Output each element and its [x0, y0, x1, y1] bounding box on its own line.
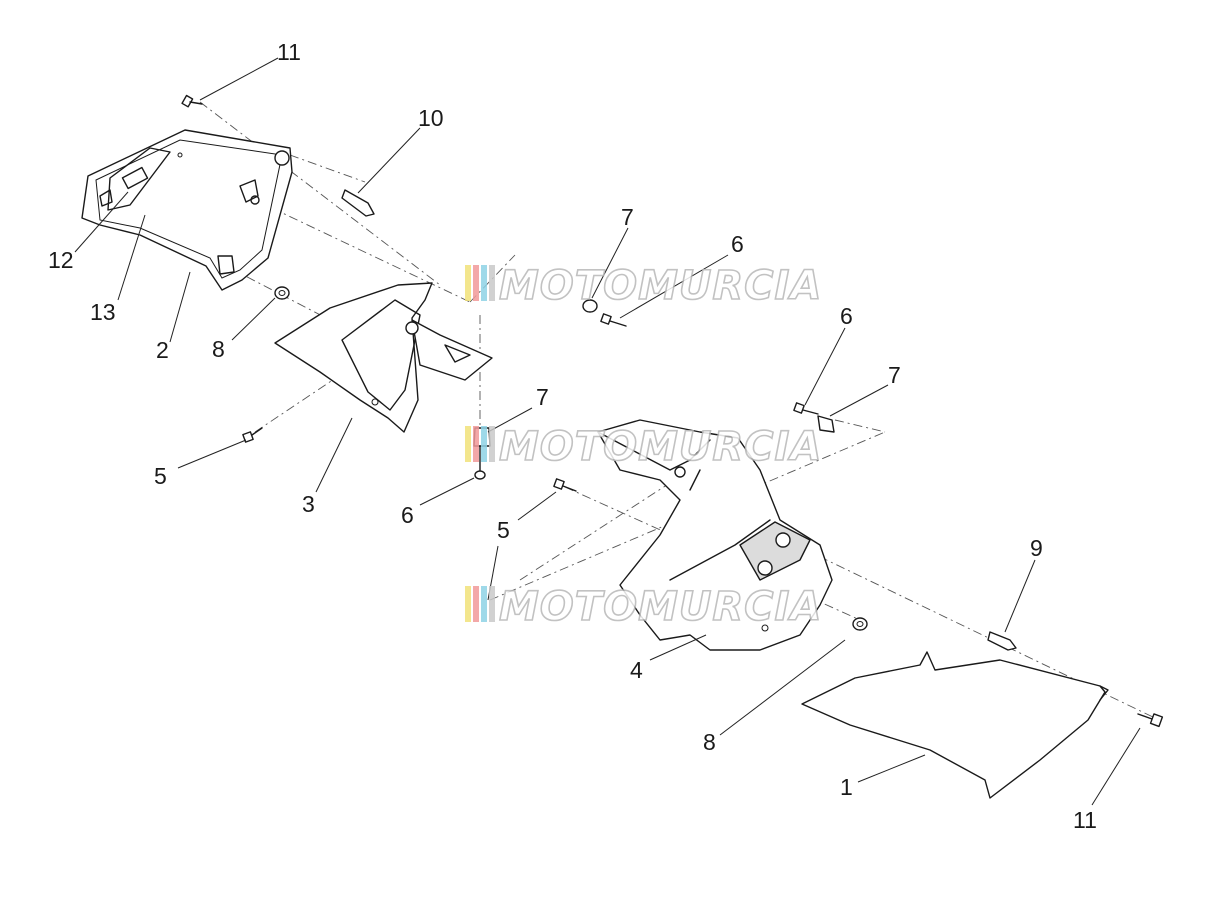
screw-5-left	[242, 427, 263, 443]
callout-11-top: 11	[277, 39, 301, 65]
callout-6-right: 6	[840, 303, 853, 329]
callout-10: 10	[418, 105, 444, 131]
callout-3: 3	[302, 491, 315, 517]
watermark-top: MOTOMURCIA	[465, 262, 822, 310]
watermark-text: MOTOMURCIA	[499, 263, 822, 309]
callout-13: 13	[90, 299, 116, 325]
callout-4: 4	[630, 657, 643, 683]
watermark-bottom: MOTOMURCIA	[465, 583, 822, 631]
screw-11-top	[181, 94, 203, 108]
callout-6-upper: 6	[731, 231, 744, 257]
callout-2: 2	[156, 337, 169, 363]
callout-7-right: 7	[888, 362, 901, 388]
screw-6-middle	[474, 445, 486, 480]
grommet-8-lower	[852, 617, 868, 631]
callout-1: 1	[840, 774, 853, 800]
watermark-text: MOTOMURCIA	[499, 424, 822, 470]
callout-5-left: 5	[154, 463, 167, 489]
screw-5-middle	[553, 478, 577, 492]
part-4-lower-fairing	[597, 419, 833, 651]
callout-5-middle: 5	[497, 517, 510, 543]
callout-labels: 11 10 12 13 2 8 7 6 6 7 7 5 3 6 5 9 4 8 …	[48, 39, 1097, 833]
callout-8-lower: 8	[703, 729, 716, 755]
spacer-10	[341, 189, 375, 217]
screw-6-upper	[600, 313, 627, 327]
grommet-8-upper	[274, 286, 290, 300]
callout-9: 9	[1030, 535, 1043, 561]
spacer-9	[987, 631, 1017, 651]
callout-12: 12	[48, 247, 74, 273]
callout-6-middle: 6	[401, 502, 414, 528]
washer-7-upper	[582, 299, 598, 313]
watermark-middle: MOTOMURCIA	[465, 423, 822, 471]
part-2-upper-panel	[81, 129, 293, 291]
callout-11-bottom: 11	[1073, 807, 1097, 833]
callout-8-upper: 8	[212, 336, 225, 362]
screw-6-right	[793, 402, 819, 415]
leader-lines	[74, 57, 1141, 806]
watermark-text: MOTOMURCIA	[499, 584, 822, 630]
part-1-side-panel	[801, 651, 1109, 799]
washer-7-right	[817, 415, 835, 433]
callout-7-middle: 7	[536, 384, 549, 410]
callout-7-upper: 7	[621, 204, 634, 230]
part-3-middle-bracket	[274, 282, 493, 433]
screw-11-bottom	[1137, 713, 1164, 728]
